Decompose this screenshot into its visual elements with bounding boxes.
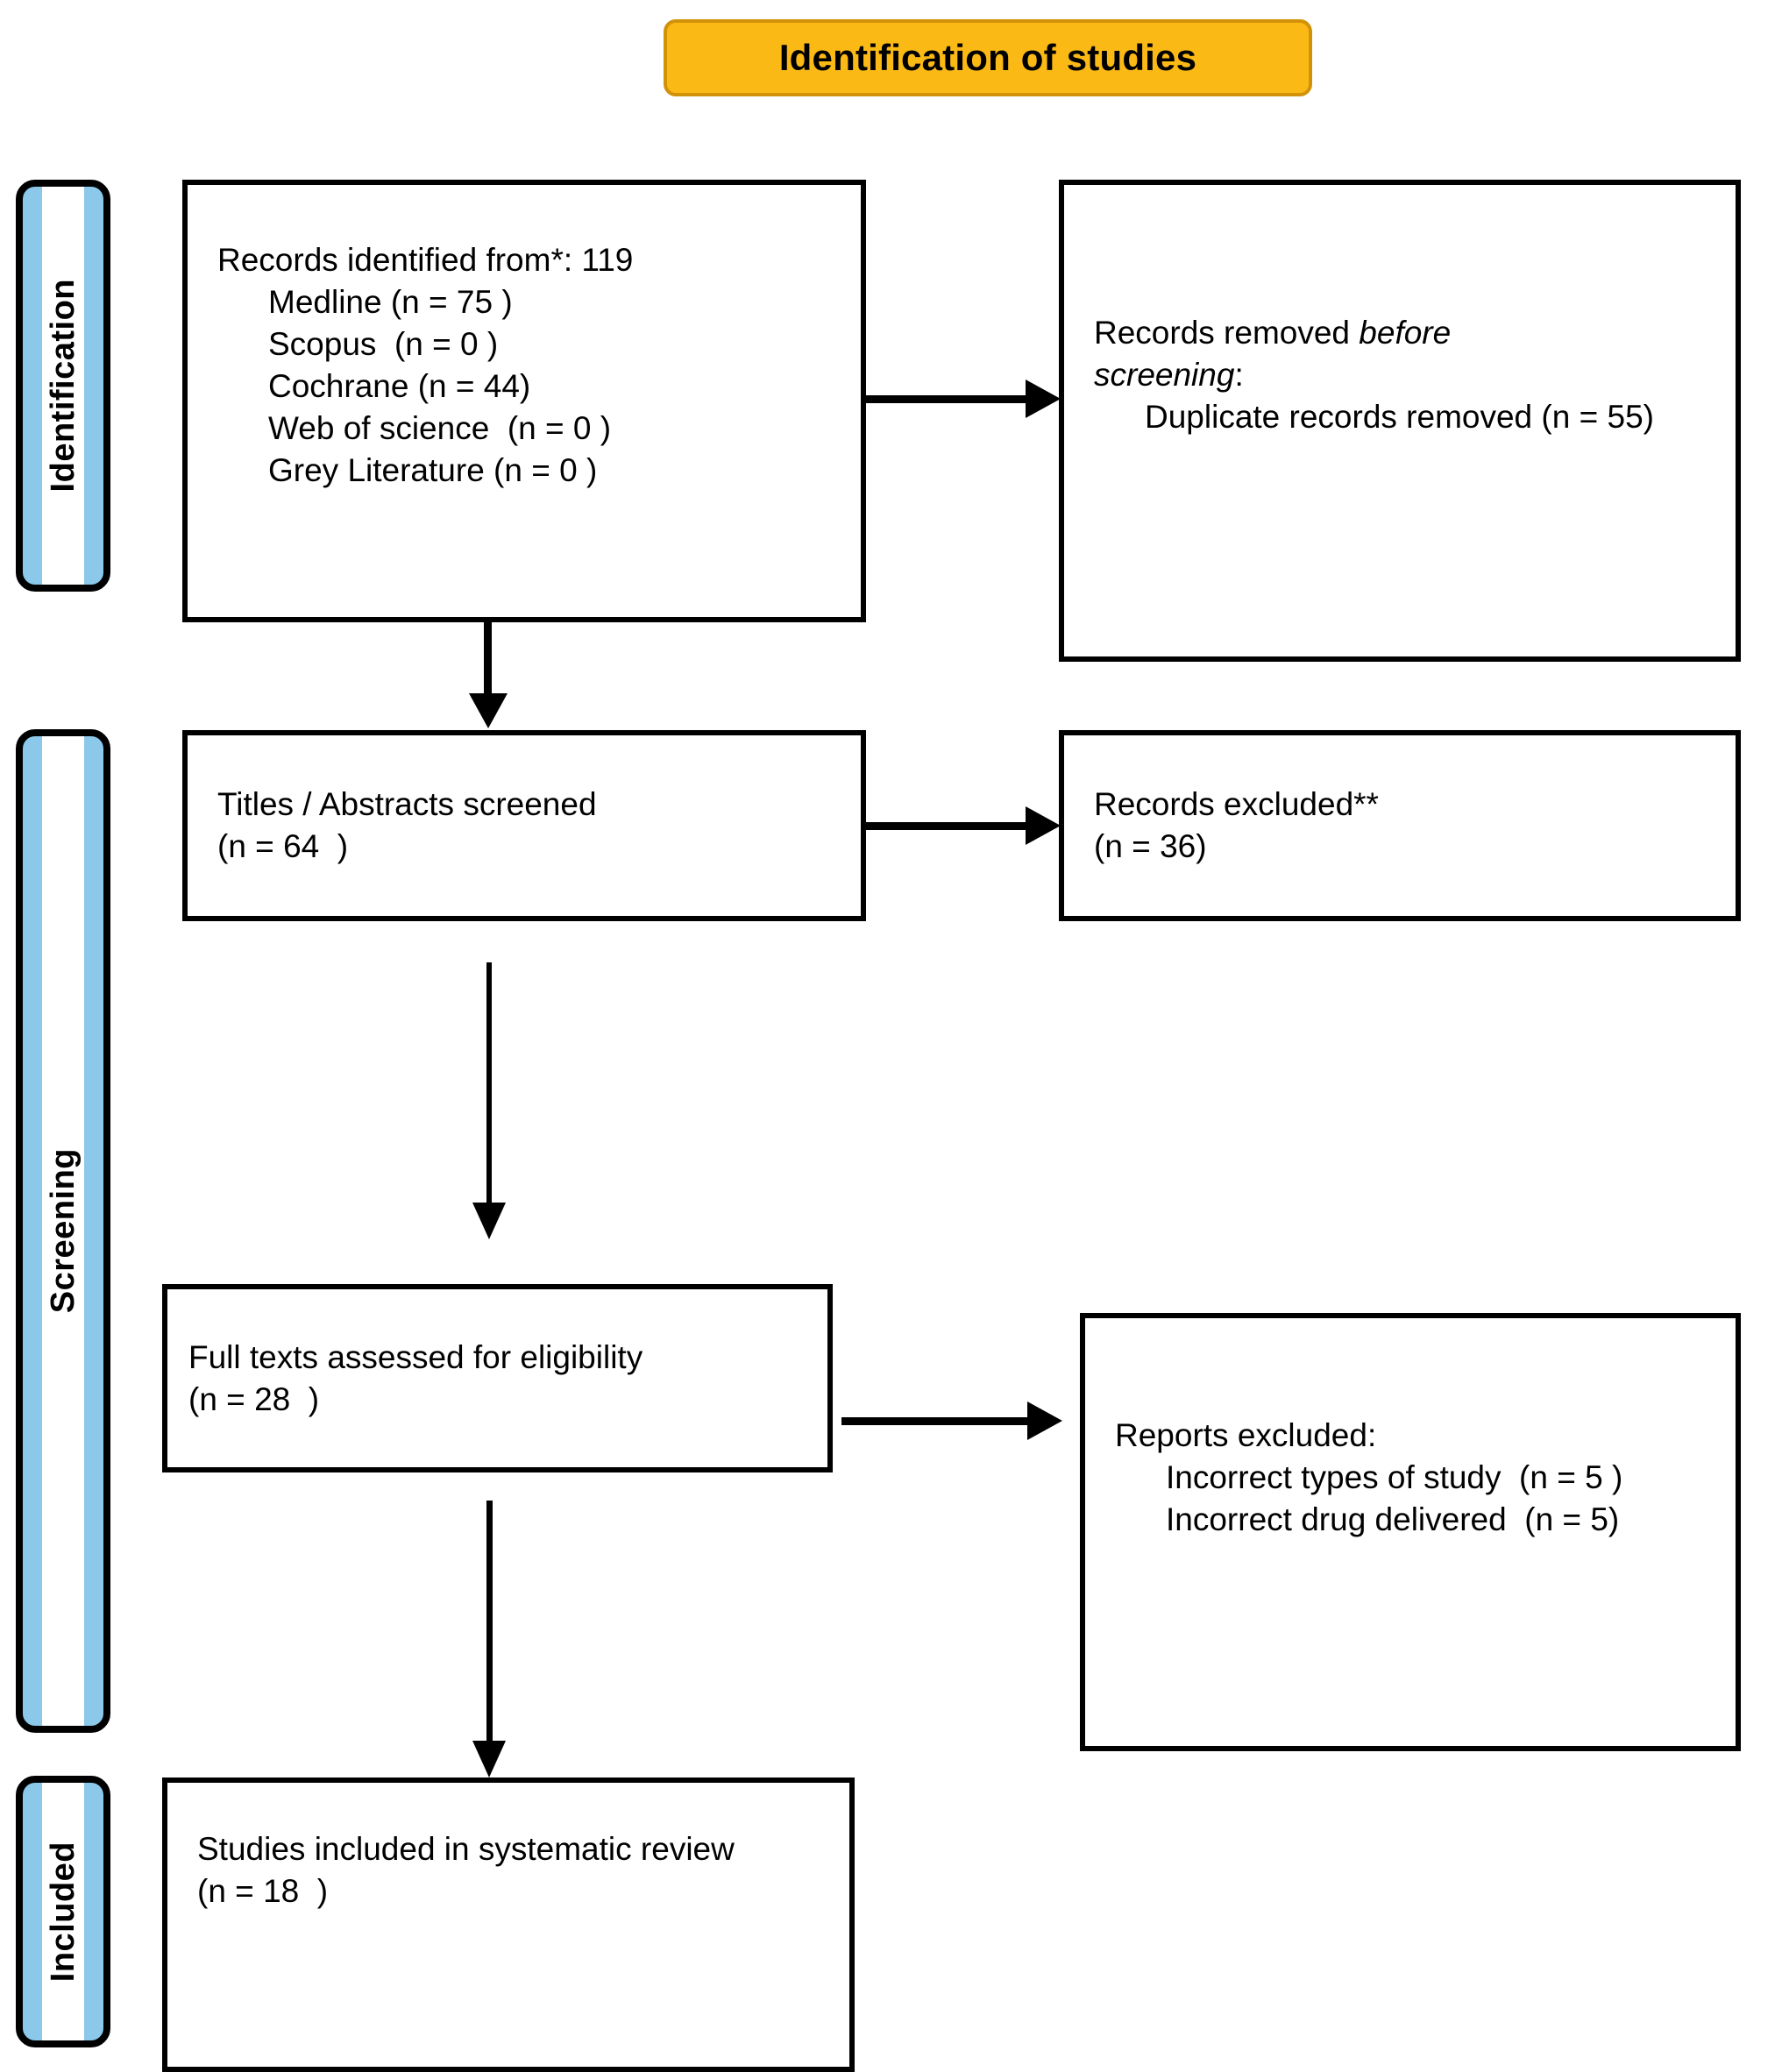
arrowhead-identified-to-screened	[469, 693, 508, 728]
page-title: Identification of studies	[778, 37, 1197, 78]
line-incorrect-types-of-study: Incorrect types of study (n = 5 )	[1166, 1459, 1623, 1496]
phase-label-included: Included	[44, 1841, 82, 1983]
line-full-texts-count: (n = 28 )	[188, 1380, 320, 1417]
line-records-removed-head: Records removed	[1094, 315, 1360, 351]
arrowhead-screened-to-excluded	[1026, 806, 1061, 845]
line-studies-included-count: (n = 18 )	[197, 1873, 329, 1910]
box-records-removed-before-screening: Records removed before screening: Duplic…	[1059, 180, 1741, 662]
phase-bar-inner-stripe	[42, 187, 84, 585]
line-scopus: Scopus (n = 0 )	[268, 326, 499, 363]
phase-label-screening: Screening	[44, 1148, 82, 1314]
arrowhead-fulltexts-to-reports-excluded	[1027, 1401, 1062, 1440]
connector-screened-to-excluded	[866, 822, 1027, 830]
box-reports-excluded-text: Reports excluded: Incorrect types of stu…	[1115, 1415, 1720, 1541]
line-screening-emphasis: screening	[1094, 357, 1235, 394]
line-studies-included: Studies included in systematic review	[197, 1831, 735, 1867]
phase-bar-inner-stripe	[42, 1783, 84, 2040]
line-records-removed-emphasis: before	[1359, 315, 1452, 351]
line-titles-abstracts-screened: Titles / Abstracts screened	[217, 785, 597, 822]
arrowhead-identified-to-removed	[1026, 380, 1061, 418]
connector-fulltexts-to-reports-excluded	[841, 1417, 1030, 1425]
box-studies-included: Studies included in systematic review (n…	[162, 1778, 855, 2072]
line-duplicate-records-removed: Duplicate records removed (n = 55)	[1145, 399, 1654, 436]
connector-screened-to-fulltexts	[486, 962, 492, 1210]
phase-label-identification: Identification	[44, 279, 82, 493]
phase-bar-identification: Identification	[16, 180, 110, 592]
line-cochrane: Cochrane (n = 44)	[268, 368, 531, 405]
box-records-removed-text: Records removed before screening: Duplic…	[1094, 312, 1720, 438]
line-reports-excluded: Reports excluded:	[1115, 1417, 1377, 1453]
connector-fulltexts-to-included	[486, 1501, 493, 1746]
line-medline: Medline (n = 75 )	[268, 284, 513, 321]
line-grey-literature: Grey Literature (n = 0 )	[268, 452, 598, 489]
line-records-excluded-count: (n = 36)	[1094, 828, 1207, 864]
connector-identified-to-screened	[484, 622, 492, 696]
connector-identified-to-removed	[866, 395, 1027, 403]
arrowhead-fulltexts-to-included	[472, 1741, 506, 1778]
box-studies-included-text: Studies included in systematic review (n…	[197, 1828, 834, 1912]
line-web-of-science: Web of science (n = 0 )	[268, 410, 612, 447]
box-titles-abstracts-text: Titles / Abstracts screened (n = 64 )	[217, 784, 845, 868]
line-full-texts-assessed: Full texts assessed for eligibility	[188, 1338, 643, 1375]
phase-bar-screening: Screening	[16, 729, 110, 1733]
phase-bar-inner-stripe	[42, 736, 84, 1726]
line-records-removed: Records removed before	[1094, 312, 1720, 354]
box-records-excluded: Records excluded** (n = 36)	[1059, 730, 1741, 921]
box-titles-abstracts-screened: Titles / Abstracts screened (n = 64 )	[182, 730, 866, 921]
arrowhead-screened-to-fulltexts	[472, 1203, 506, 1239]
line-screening-colon-mark: :	[1234, 357, 1244, 394]
line-screening-colon: screening:	[1094, 354, 1720, 396]
phase-bar-included: Included	[16, 1776, 110, 2047]
line-titles-abstracts-count: (n = 64 )	[217, 828, 349, 864]
box-records-identified: Records identified from*: 119 Medline (n…	[182, 180, 866, 622]
line-records-identified-total: Records identified from*: 119	[217, 242, 634, 278]
box-reports-excluded: Reports excluded: Incorrect types of stu…	[1080, 1313, 1741, 1751]
line-incorrect-drug-delivered: Incorrect drug delivered (n = 5)	[1166, 1501, 1620, 1538]
box-records-excluded-text: Records excluded** (n = 36)	[1094, 784, 1720, 868]
line-records-excluded: Records excluded**	[1094, 785, 1379, 822]
box-full-texts-text: Full texts assessed for eligibility (n =…	[188, 1336, 812, 1420]
box-records-identified-text: Records identified from*: 119 Medline (n…	[217, 239, 845, 493]
box-full-texts-assessed: Full texts assessed for eligibility (n =…	[162, 1284, 833, 1472]
diagram-title-banner: Identification of studies	[664, 19, 1312, 96]
